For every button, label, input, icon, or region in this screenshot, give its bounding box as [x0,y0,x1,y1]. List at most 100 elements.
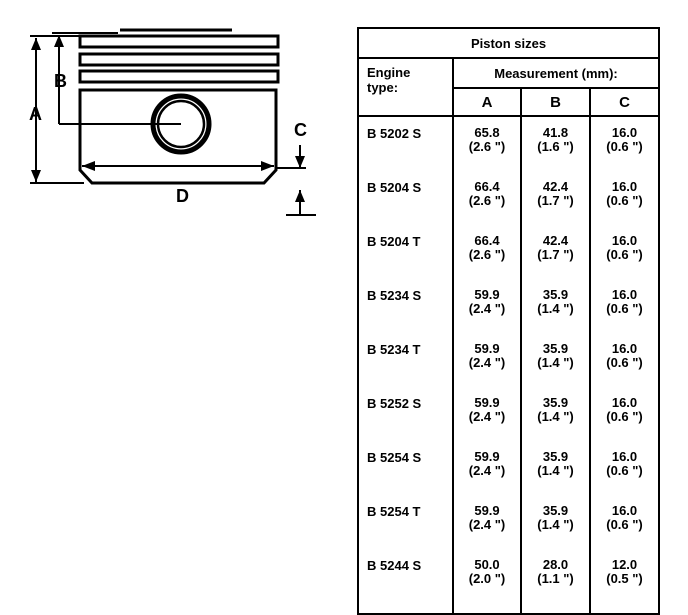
value-a-inch: (2.4 ") [468,409,506,424]
value-b-mm: 35.9 [542,341,569,356]
value-a-cell: 66.4 (2.6 ") [452,225,522,279]
value-a-cell: 59.9 (2.4 ") [452,441,522,495]
table-row: B 5254 T 59.9 (2.4 ") 35.9 (1.4 ") 16.0 … [357,495,661,549]
value-c-cell: 16.0 (0.6 ") [588,279,661,333]
piston-diagram: A B C D [29,28,316,216]
value-a-inch: (2.4 ") [468,517,506,532]
table-row: B 5234 T 59.9 (2.4 ") 35.9 (1.4 ") 16.0 … [357,333,661,387]
value-b-mm: 35.9 [542,503,569,518]
engine-type-cell: B 5234 T [357,333,454,387]
engine-header-line-2: type: [367,80,399,95]
value-b-cell: 42.4 (1.7 ") [520,171,591,225]
value-a-cell: 59.9 (2.4 ") [452,279,522,333]
table-row: B 5204 T 66.4 (2.6 ") 42.4 (1.7 ") 16.0 … [357,225,661,279]
value-c-mm: 16.0 [611,287,638,302]
value-b-mm: 35.9 [542,395,569,410]
value-a-mm: 59.9 [474,449,500,464]
column-header-a: A [452,87,522,117]
table-row: B 5204 S 66.4 (2.6 ") 42.4 (1.7 ") 16.0 … [357,171,661,225]
value-b-inch: (1.4 ") [537,463,574,478]
value-a-mm: 59.9 [474,287,500,302]
value-c-mm: 16.0 [611,179,638,194]
value-b-cell: 35.9 (1.4 ") [520,495,591,549]
value-c-cell: 16.0 (0.6 ") [588,116,661,171]
value-c-inch: (0.6 ") [606,517,643,532]
engine-type-cell: B 5254 T [357,495,454,549]
value-b-inch: (1.7 ") [537,193,574,208]
value-a-mm: 59.9 [474,341,500,356]
value-b-inch: (1.4 ") [537,409,574,424]
value-a-cell: 66.4 (2.6 ") [452,171,522,225]
measurement-header: Measurement (mm): [451,57,661,89]
value-c-mm: 16.0 [611,395,638,410]
value-b-inch: (1.7 ") [537,247,574,262]
value-b-mm: 35.9 [542,449,569,464]
value-c-cell: 16.0 (0.6 ") [588,387,661,441]
engine-type-cell: B 5244 S [357,549,454,614]
value-c-inch: (0.6 ") [606,409,643,424]
engine-type-cell: B 5202 S [357,116,454,171]
value-b-inch: (1.1 ") [537,571,574,586]
value-c-inch: (0.5 ") [606,571,643,586]
value-a-inch: (2.6 ") [468,193,506,208]
value-c-mm: 16.0 [611,233,638,248]
value-a-mm: 65.8 [474,125,500,140]
value-c-inch: (0.6 ") [606,247,643,262]
value-b-cell: 42.4 (1.7 ") [520,225,591,279]
value-b-mm: 28.0 [542,557,569,572]
value-a-inch: (2.4 ") [468,463,506,478]
value-a-cell: 50.0 (2.0 ") [452,549,522,614]
value-a-cell: 59.9 (2.4 ") [452,495,522,549]
value-c-inch: (0.6 ") [606,301,643,316]
label-d: D [176,186,189,206]
value-c-mm: 16.0 [611,503,638,518]
value-a-inch: (2.4 ") [468,355,506,370]
dimension-b [52,32,181,125]
value-a-cell: 59.9 (2.4 ") [452,387,522,441]
engine-type-cell: B 5254 S [357,441,454,495]
value-b-cell: 28.0 (1.1 ") [520,549,591,614]
value-b-inch: (1.6 ") [537,139,574,154]
value-a-cell: 65.8 (2.6 ") [452,116,522,171]
value-b-cell: 41.8 (1.6 ") [520,116,591,171]
value-c-cell: 16.0 (0.6 ") [588,495,661,549]
engine-type-cell: B 5234 S [357,279,454,333]
value-c-cell: 16.0 (0.6 ") [588,171,661,225]
value-b-cell: 35.9 (1.4 ") [520,387,591,441]
value-b-inch: (1.4 ") [537,301,574,316]
value-a-cell: 59.9 (2.4 ") [452,333,522,387]
table-row: B 5234 S 59.9 (2.4 ") 35.9 (1.4 ") 16.0 … [357,279,661,333]
value-a-mm: 59.9 [474,395,500,410]
value-a-inch: (2.6 ") [468,247,506,262]
engine-header-line-1: Engine [367,65,411,80]
engine-type-cell: B 5204 T [357,225,454,279]
engine-type-cell: B 5252 S [357,387,454,441]
dimension-a [30,35,118,184]
value-c-cell: 16.0 (0.6 ") [588,441,661,495]
value-c-mm: 16.0 [611,449,638,464]
value-b-cell: 35.9 (1.4 ") [520,441,591,495]
dimension-d [82,161,274,171]
engine-type-header: Engine type: [357,57,454,117]
table-row: B 5254 S 59.9 (2.4 ") 35.9 (1.4 ") 16.0 … [357,441,661,495]
value-b-mm: 41.8 [542,125,569,140]
value-c-inch: (0.6 ") [606,355,643,370]
value-b-inch: (1.4 ") [537,517,574,532]
value-a-mm: 66.4 [474,233,500,248]
value-a-inch: (2.6 ") [468,139,506,154]
column-header-b: B [520,87,591,117]
value-c-cell: 16.0 (0.6 ") [588,333,661,387]
value-a-inch: (2.0 ") [468,571,506,586]
value-c-inch: (0.6 ") [606,193,643,208]
value-c-cell: 16.0 (0.6 ") [588,225,661,279]
value-c-inch: (0.6 ") [606,139,643,154]
table-body: B 5202 S 65.8 (2.6 ") 41.8 (1.6 ") 16.0 … [357,116,661,614]
value-a-mm: 50.0 [474,557,500,572]
piston-outline [78,28,280,185]
value-b-inch: (1.4 ") [537,355,574,370]
label-c: C [294,120,307,140]
value-b-cell: 35.9 (1.4 ") [520,333,591,387]
label-a: A [29,104,42,124]
value-c-inch: (0.6 ") [606,463,643,478]
value-c-mm: 12.0 [611,557,638,572]
